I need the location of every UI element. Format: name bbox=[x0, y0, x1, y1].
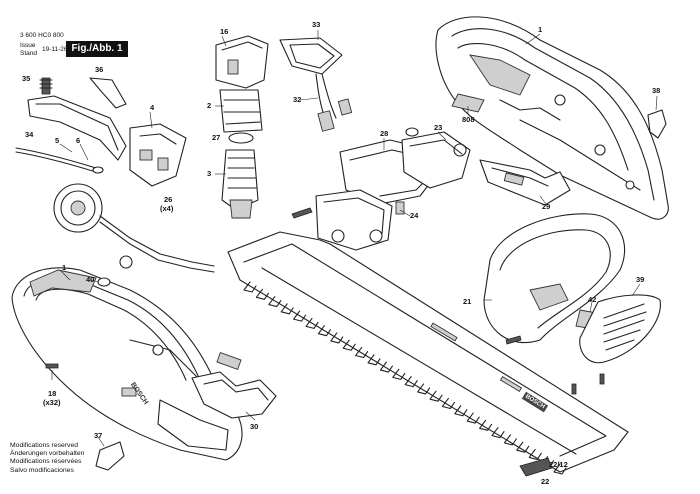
part-label-34: 34 bbox=[25, 130, 34, 139]
part-label-35: 35 bbox=[22, 74, 31, 83]
trigger-29 bbox=[479, 159, 571, 206]
blade-tooth bbox=[379, 361, 393, 373]
screws bbox=[45, 335, 605, 395]
part-label-28: 28 bbox=[380, 129, 389, 138]
blade-tooth bbox=[293, 310, 307, 322]
modifications-fr: Modifications réservées bbox=[10, 458, 82, 466]
label-plate-808 bbox=[451, 93, 485, 113]
blade-assembly bbox=[227, 231, 629, 477]
doc-number: 3 600 HC0 800 bbox=[20, 32, 64, 39]
part-label-3: 3 bbox=[207, 169, 212, 178]
part-label-16: 16 bbox=[220, 27, 229, 36]
motor-16-2-3 bbox=[215, 35, 269, 219]
cable-5-6 bbox=[15, 147, 104, 174]
part-label-33: 33 bbox=[312, 20, 321, 29]
blade-tooth bbox=[367, 354, 381, 366]
part-label-27: 27 bbox=[212, 133, 221, 142]
part-label-21: 21 bbox=[463, 297, 472, 306]
issue-label: Issue bbox=[20, 42, 36, 49]
blade-tooth bbox=[528, 448, 542, 460]
blade-tooth bbox=[280, 303, 294, 315]
cover-39 bbox=[579, 294, 661, 364]
stand-label: Stand bbox=[20, 50, 37, 57]
part-label-24: 24 bbox=[410, 211, 419, 220]
board-4 bbox=[129, 123, 187, 187]
blade-tooth bbox=[479, 419, 493, 431]
washer-40 bbox=[97, 277, 111, 287]
blade-tooth bbox=[268, 296, 282, 308]
part-label-5: 5 bbox=[55, 136, 60, 145]
blade-tooth bbox=[466, 412, 480, 424]
hook-37 bbox=[95, 441, 125, 471]
blade-tooth bbox=[355, 346, 369, 359]
handle-insert-30 bbox=[191, 351, 277, 419]
part-label-22-12: 22/12 bbox=[549, 460, 568, 469]
blade-tooth bbox=[491, 427, 505, 439]
modifications-es: Salvo modificaciones bbox=[10, 466, 74, 474]
blade-tooth bbox=[417, 383, 431, 395]
part-label-36: 36 bbox=[95, 65, 104, 74]
part-label-4: 4 bbox=[150, 103, 155, 112]
part-label-29: 29 bbox=[542, 202, 551, 211]
leader-lines bbox=[51, 30, 658, 447]
part-label-22: 22 bbox=[541, 477, 550, 486]
part-label-23: 23 bbox=[434, 123, 443, 132]
blade-tooth bbox=[342, 339, 356, 351]
switch-33-32 bbox=[279, 37, 353, 132]
part-label-6: 6 bbox=[76, 136, 81, 145]
part-label-1-bottom: 1 bbox=[62, 263, 67, 272]
gear-26 bbox=[53, 183, 215, 273]
part-label-1-top: 1 bbox=[538, 25, 543, 34]
modifications-de: Änderungen vorbehalten bbox=[10, 450, 85, 458]
blade-tooth bbox=[305, 317, 319, 329]
part-label-26: 26 bbox=[164, 195, 173, 204]
part-label-42: 42 bbox=[588, 295, 597, 304]
part-label-39: 39 bbox=[636, 275, 645, 284]
part-label-18-qty: (x32) bbox=[43, 398, 61, 407]
blade-tooth bbox=[516, 441, 530, 453]
part-label-2: 2 bbox=[207, 101, 212, 110]
blade-tooth bbox=[441, 397, 455, 410]
part-label-37: 37 bbox=[94, 431, 103, 440]
blade-tooth bbox=[454, 405, 468, 417]
modifications-note: Modifications reserved Änderungen vorbeh… bbox=[10, 442, 84, 475]
lever-36-34 bbox=[27, 77, 127, 161]
blade-tooth bbox=[404, 376, 418, 388]
part-label-40: 40 bbox=[86, 275, 95, 284]
issue-date: 19-11-26 bbox=[42, 46, 68, 53]
blade-tooth bbox=[503, 434, 517, 446]
part-label-38: 38 bbox=[652, 86, 661, 95]
figure-label: Fig./Abb. 1 bbox=[66, 41, 128, 57]
blade-tooth bbox=[392, 368, 406, 380]
blade-tooth bbox=[553, 463, 567, 475]
part-label-30: 30 bbox=[250, 422, 259, 431]
blade-tooth bbox=[317, 325, 331, 337]
housing-half-bottom bbox=[11, 267, 243, 461]
part-label-808: 808 bbox=[462, 115, 475, 124]
clip-38 bbox=[647, 109, 667, 139]
guard-21 bbox=[483, 213, 626, 344]
part-label-26-qty: (x4) bbox=[160, 204, 174, 213]
part-label-18: 18 bbox=[48, 389, 57, 398]
gearbox-28-23-24 bbox=[291, 127, 471, 251]
blade-tooth bbox=[243, 281, 257, 293]
part-label-32: 32 bbox=[293, 95, 302, 104]
modifications-en: Modifications reserved bbox=[10, 442, 78, 449]
blade-tooth bbox=[429, 390, 443, 402]
blade-tooth bbox=[330, 332, 344, 344]
blade-tooth bbox=[255, 288, 269, 300]
